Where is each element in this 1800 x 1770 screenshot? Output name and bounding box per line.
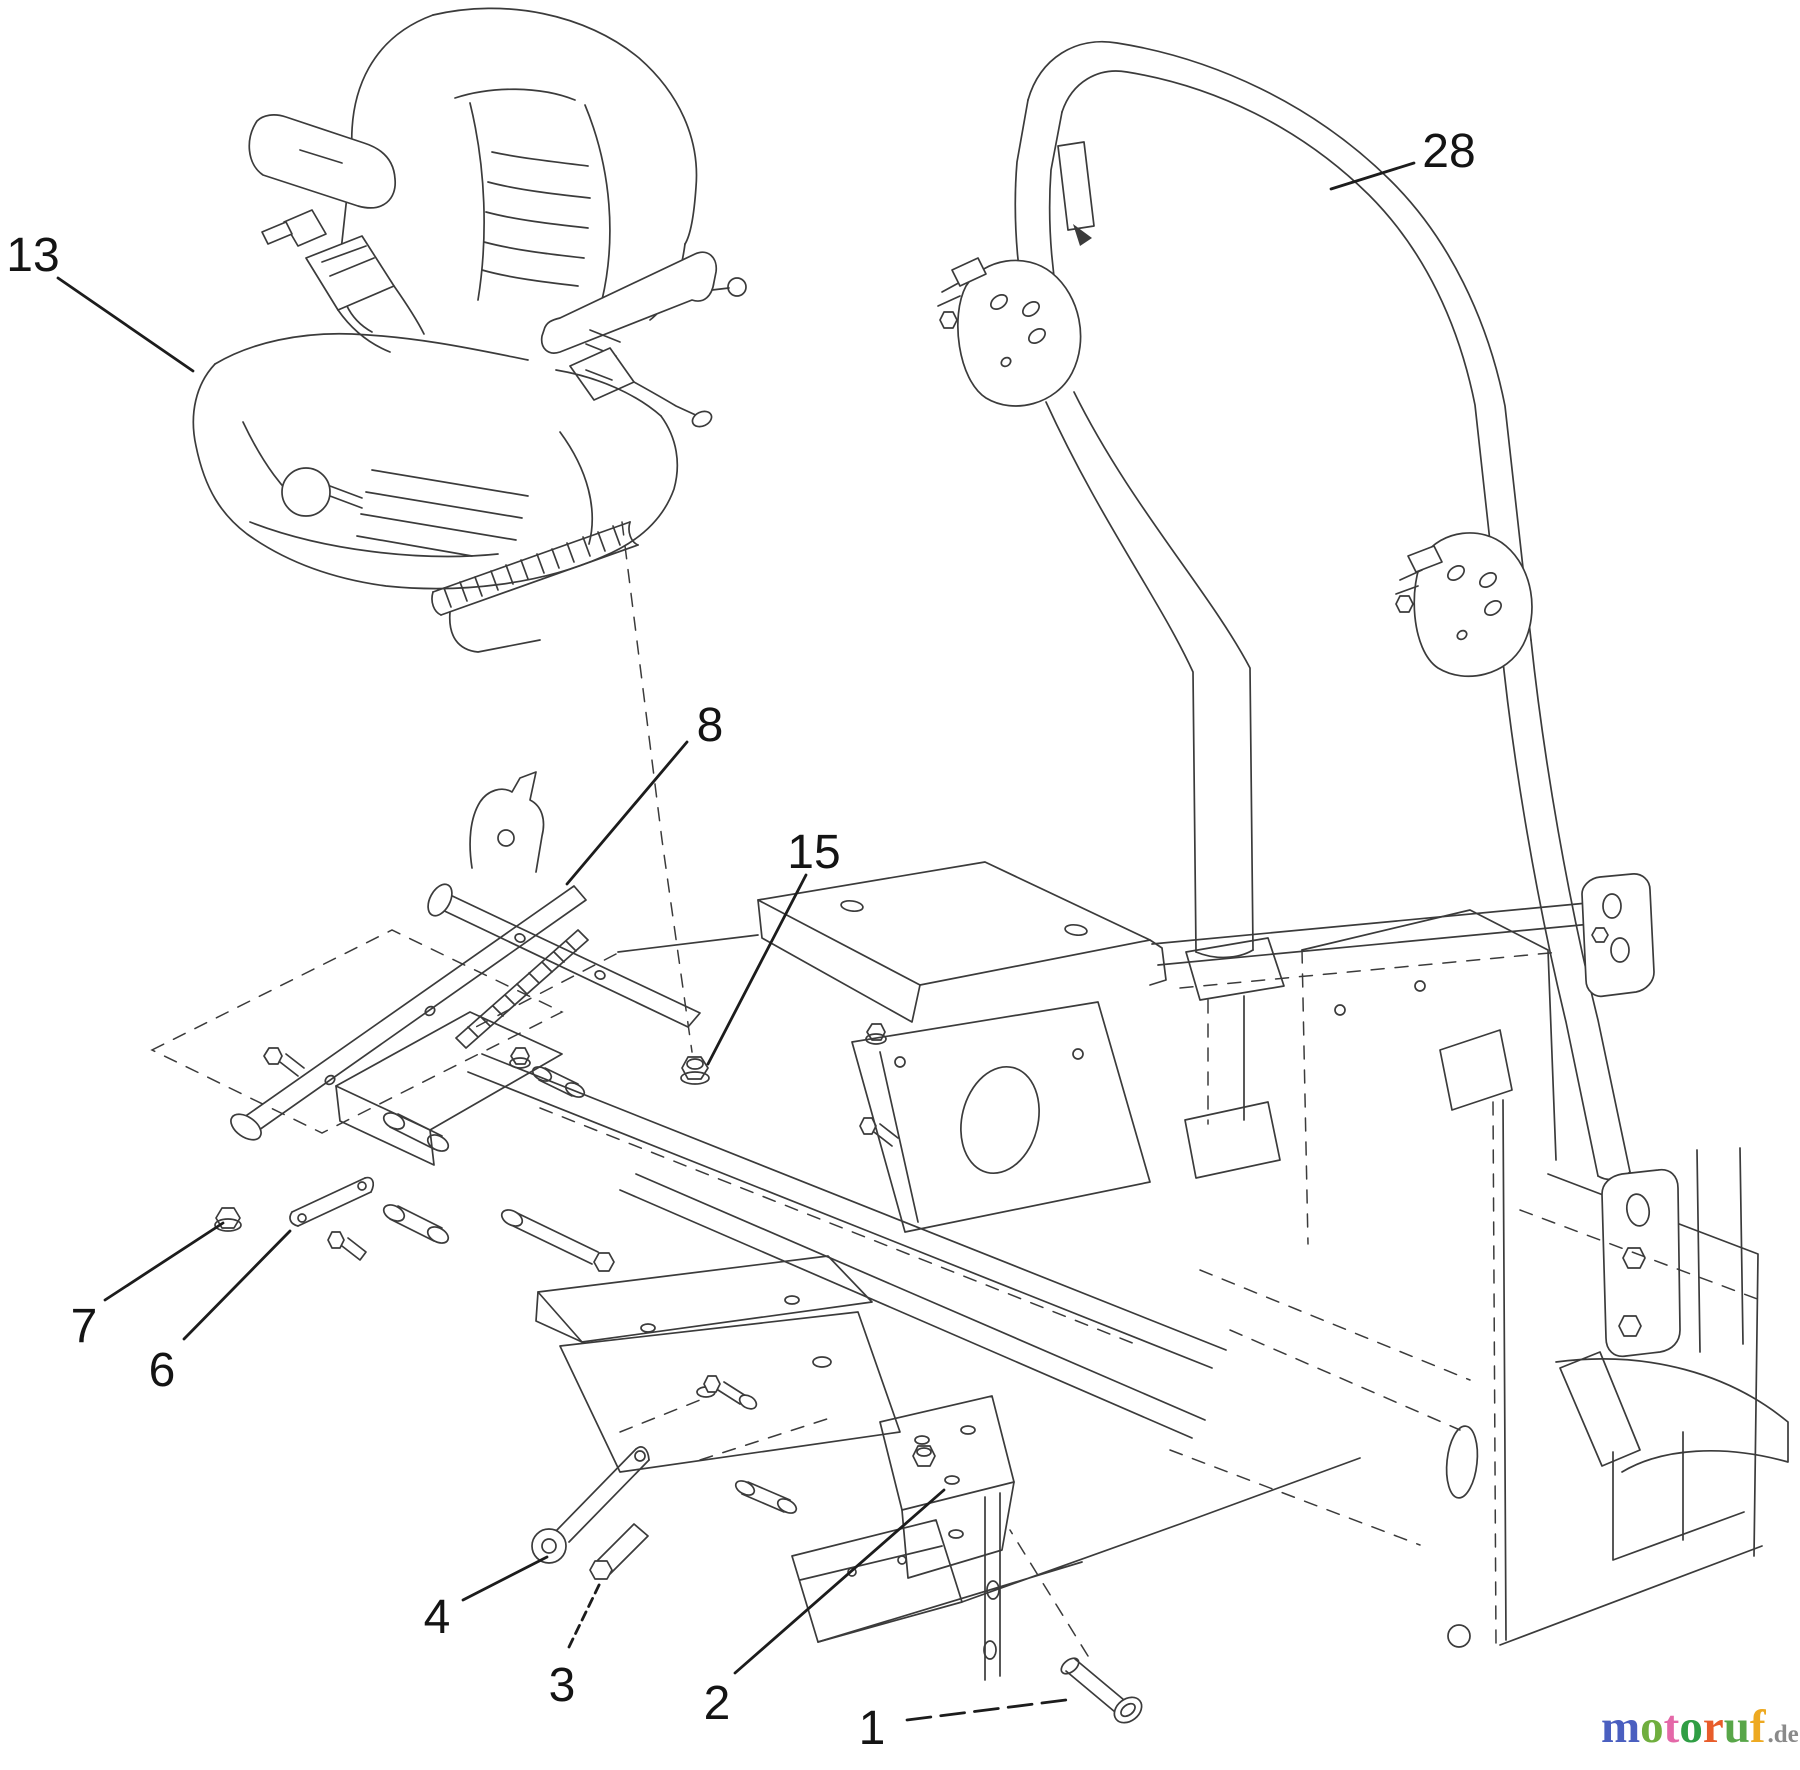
seat-back-ribs	[481, 151, 591, 287]
brand-letter: o	[1679, 1701, 1703, 1753]
right-armrest	[540, 251, 718, 354]
callout-label-4: 4	[424, 1591, 451, 1644]
leader-line-15	[706, 873, 808, 1066]
seat-rail-lower	[230, 885, 587, 1141]
callout-label-3: 3	[549, 1659, 576, 1712]
callout-label-6: 6	[149, 1344, 176, 1397]
chassis-frame-illustration	[335, 861, 1789, 1681]
watermark-brand: motoruf	[1601, 1701, 1765, 1753]
flange-nut-15	[680, 1056, 710, 1085]
seat-base-rail	[431, 521, 639, 653]
watermark-suffix: .de	[1767, 1721, 1799, 1748]
leader-line-3	[567, 1579, 603, 1649]
leader-line-1	[905, 1697, 1076, 1722]
callout-label-28: 28	[1422, 125, 1475, 178]
callout-label-1: 1	[859, 1702, 886, 1755]
leader-line-7	[103, 1221, 225, 1302]
rollbar-right-mount-plate	[1395, 532, 1533, 678]
brand-letter: m	[1601, 1701, 1641, 1753]
pointer-arrow	[1073, 224, 1092, 246]
brand-letter: o	[1640, 1701, 1664, 1753]
carriage-bolt-3	[589, 1523, 649, 1580]
left-armrest	[248, 114, 396, 209]
link-plate-6	[289, 1176, 375, 1261]
brand-letter: f	[1749, 1701, 1766, 1753]
brand-letter: u	[1723, 1701, 1750, 1753]
callout-label-15: 15	[787, 826, 840, 879]
leader-line-28	[1329, 161, 1416, 191]
rollbar-left-mount-plate	[937, 257, 1082, 407]
seat-rails-illustration	[150, 771, 899, 1272]
seat-rail-8	[427, 883, 701, 1028]
rollbar-illustration	[937, 40, 1631, 1181]
callout-labels: 13 28 8 15 7 6 4 3 2 1	[6, 125, 1475, 1755]
seat-rail-slider	[455, 929, 589, 1049]
rear-bracket-upper	[1581, 873, 1655, 998]
seat-illustration	[192, 7, 747, 1053]
seat-belt-buckle	[261, 209, 425, 353]
rear-bracket-lower	[1601, 1168, 1681, 1358]
alignment-dashed-line	[621, 521, 693, 1053]
flange-nut-2	[912, 1445, 936, 1467]
callout-label-13: 13	[6, 229, 59, 282]
seat-cushion-ribs	[356, 469, 529, 557]
rail-hardware	[263, 1023, 899, 1272]
brand-letter: r	[1702, 1701, 1724, 1753]
callout-leaders	[56, 161, 1416, 1722]
leader-line-2	[733, 1488, 946, 1675]
seat-adjuster-knob	[281, 467, 331, 517]
leader-line-4	[461, 1555, 549, 1602]
rail-latch-handle	[469, 771, 545, 873]
leader-line-13	[56, 276, 195, 373]
seat-belt-latch	[569, 347, 713, 428]
leader-line-8	[565, 740, 689, 886]
callout-label-8: 8	[697, 699, 724, 752]
mount-bolt-1	[1060, 1657, 1143, 1724]
brand-letter: t	[1663, 1701, 1680, 1753]
watermark-link[interactable]: motoruf.de	[1601, 1704, 1799, 1751]
flange-nut-7	[214, 1207, 242, 1232]
leader-line-6	[182, 1229, 292, 1341]
callout-label-7: 7	[71, 1300, 98, 1353]
pivot-lever-4	[531, 1446, 650, 1564]
callout-label-2: 2	[704, 1677, 731, 1730]
